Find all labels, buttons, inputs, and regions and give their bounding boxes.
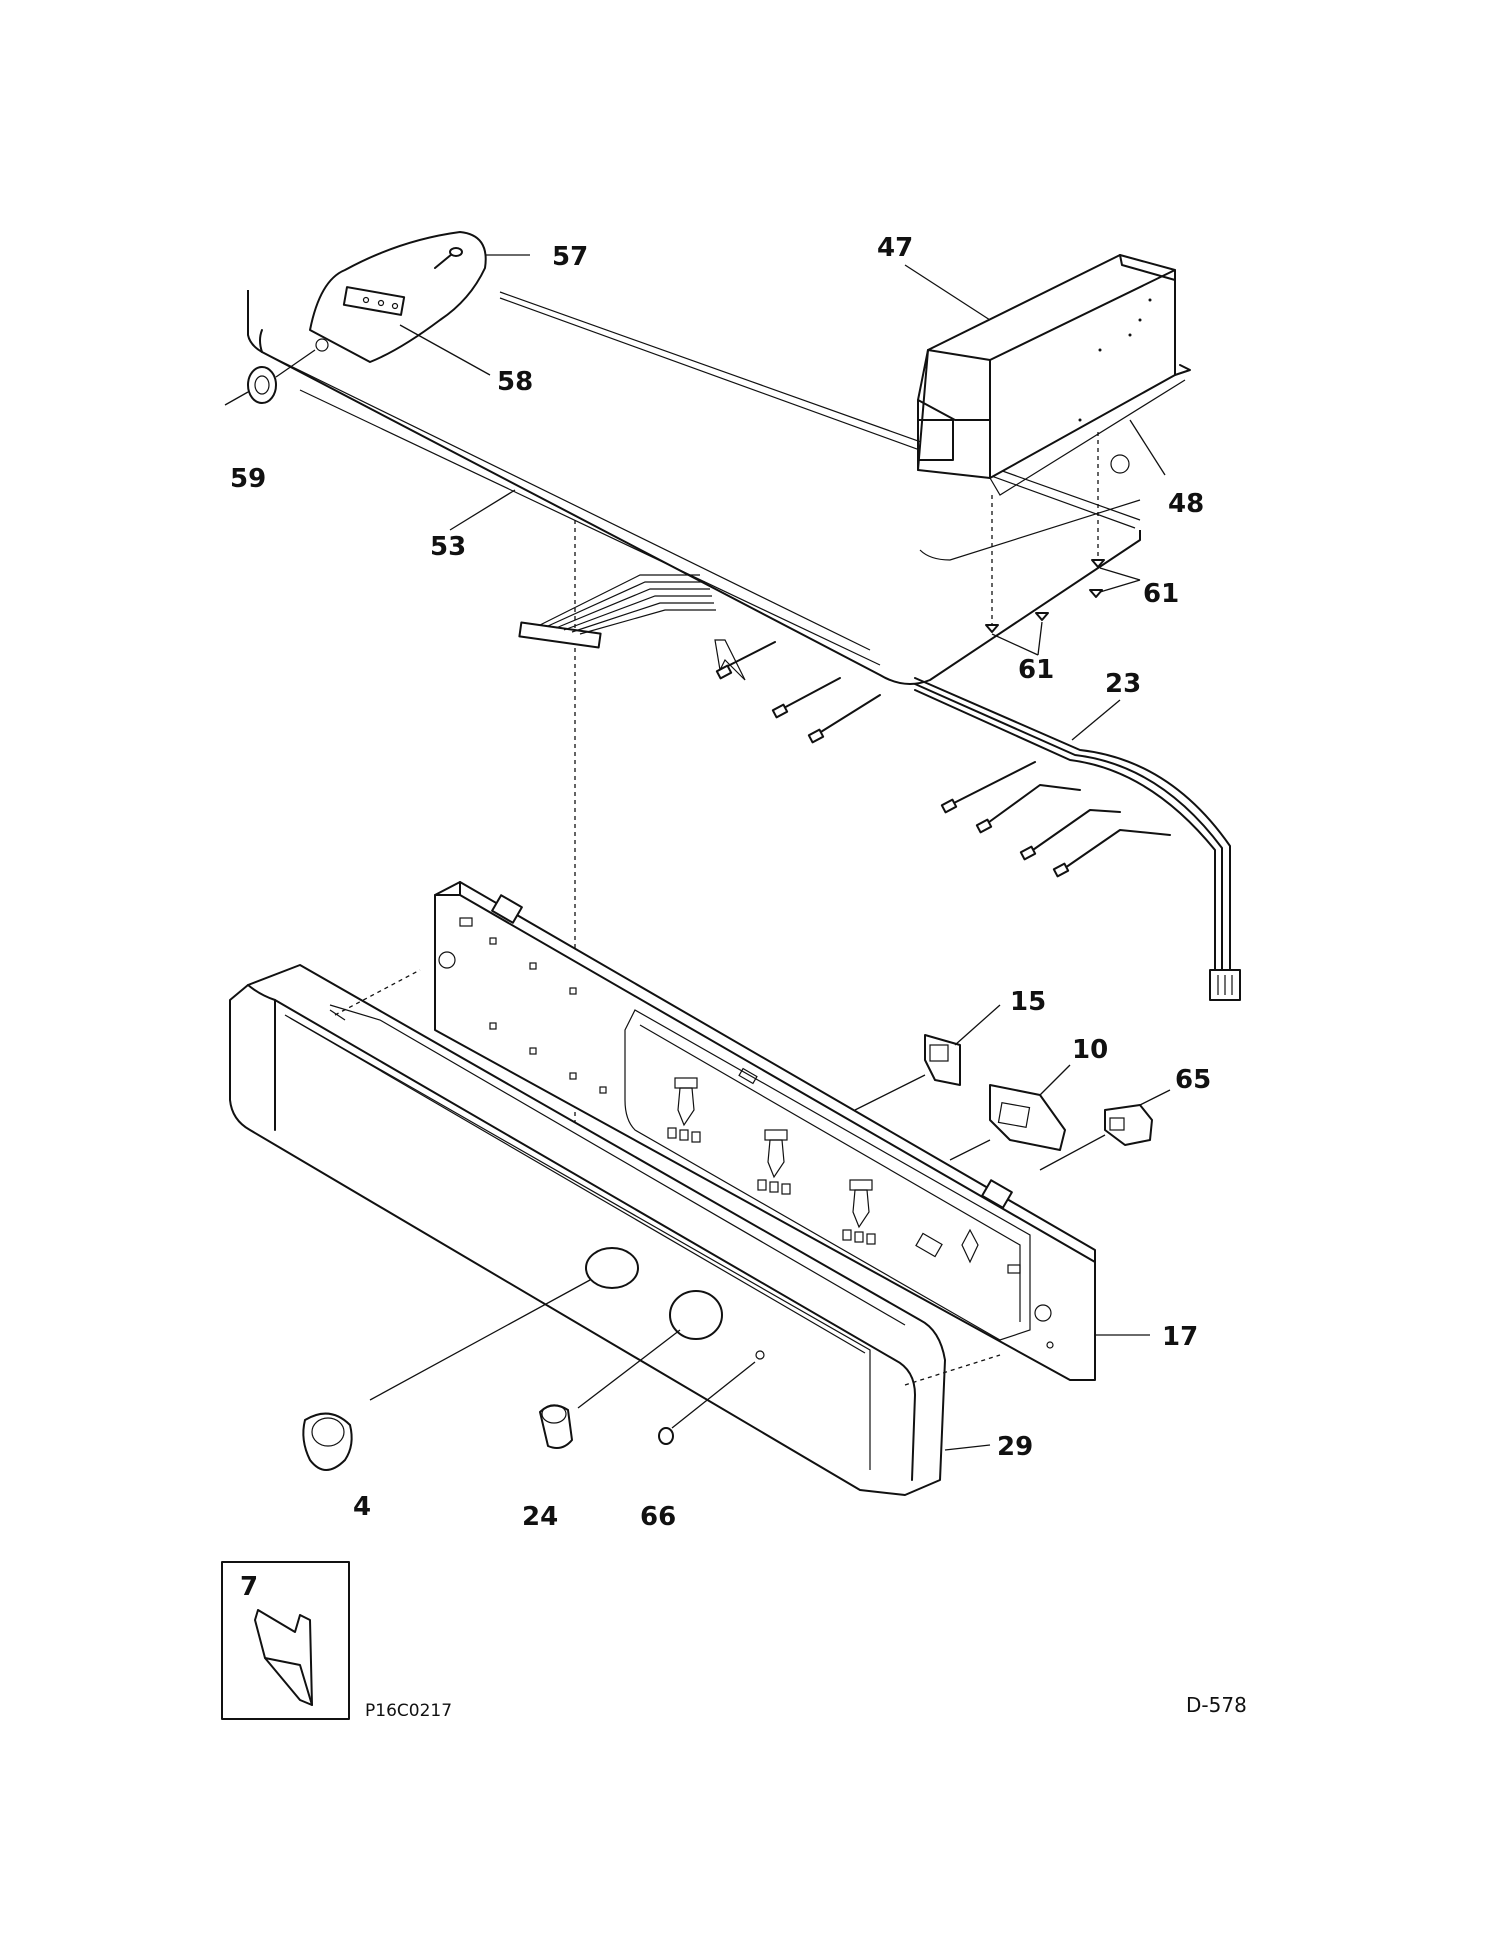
inset-part-7 — [221, 1561, 350, 1720]
label-61-right: 61 — [1143, 579, 1179, 609]
label-leaders — [399, 254, 1166, 741]
knob-part-24 — [539, 1329, 681, 1449]
label-15: 15 — [1010, 987, 1046, 1017]
label-58: 58 — [497, 367, 533, 397]
label-61-lower: 61 — [1018, 655, 1054, 685]
switch-slot-3 — [842, 1179, 876, 1245]
switch-slot-1 — [667, 1077, 701, 1143]
push-switch-part-10 — [949, 1064, 1071, 1161]
dash-leader-1 — [334, 969, 421, 1016]
label-17: 17 — [1162, 1322, 1198, 1352]
knob-part-4 — [302, 1279, 591, 1471]
switch-slot-2 — [757, 1129, 791, 1195]
label-59: 59 — [230, 464, 266, 494]
bumper-part-59 — [224, 349, 316, 406]
label-4: 4 — [353, 1492, 371, 1522]
label-23: 23 — [1105, 669, 1141, 699]
label-53: 53 — [430, 532, 466, 562]
indicator-part-66 — [658, 1361, 756, 1445]
hood-bracket — [309, 231, 487, 363]
label-48: 48 — [1168, 489, 1204, 519]
screws-part-61 — [985, 432, 1141, 656]
figure-code: P16C0217 — [365, 1701, 452, 1721]
label-65: 65 — [1175, 1065, 1211, 1095]
label-57: 57 — [552, 242, 588, 272]
label-47: 47 — [877, 233, 913, 263]
label-24: 24 — [522, 1502, 558, 1532]
selector-switch-part-15 — [854, 1004, 1001, 1111]
part-number-labels: 57 47 58 59 48 53 61 61 23 15 10 65 17 2… — [230, 233, 1247, 1721]
label-29: 29 — [997, 1432, 1033, 1462]
control-panel-part-17 — [434, 881, 1150, 1381]
timer-housing-part-47 — [917, 254, 1191, 496]
connector-part-65 — [1039, 1089, 1171, 1171]
dash-leader-2 — [904, 1354, 1001, 1386]
label-7: 7 — [240, 1572, 258, 1602]
front-bezel-part-29 — [229, 964, 991, 1496]
label-66: 66 — [640, 1502, 676, 1532]
page-code: D-578 — [1186, 1693, 1247, 1717]
wire-harness-part-23 — [518, 574, 1241, 1001]
label-10: 10 — [1072, 1035, 1108, 1065]
